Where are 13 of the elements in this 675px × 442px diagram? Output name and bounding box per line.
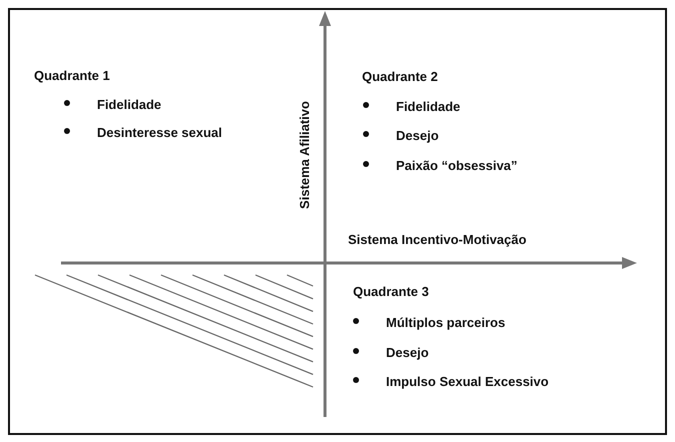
quadrant-heading: Quadrante 3 <box>353 284 429 300</box>
quadrant-heading: Quadrante 2 <box>362 69 438 85</box>
list-item-text: Paixão “obsessiva” <box>396 158 518 174</box>
axis-label: Sistema Incentivo-Motivação <box>348 232 526 248</box>
list-item-text: Desinteresse sexual <box>97 125 222 141</box>
list-item-text: Fidelidade <box>97 97 162 113</box>
list-item-text: Fidelidade <box>396 99 460 115</box>
list-item-text: Múltiplos parceiros <box>386 315 506 331</box>
list-item-text: Desejo <box>386 345 429 361</box>
axis-label: Sistema Afiliativo <box>296 101 313 209</box>
list-item-text: Impulso Sexual Excessivo <box>386 374 549 390</box>
quadrant-heading: Quadrante 1 <box>34 68 110 84</box>
list-item-text: Desejo <box>396 128 439 144</box>
